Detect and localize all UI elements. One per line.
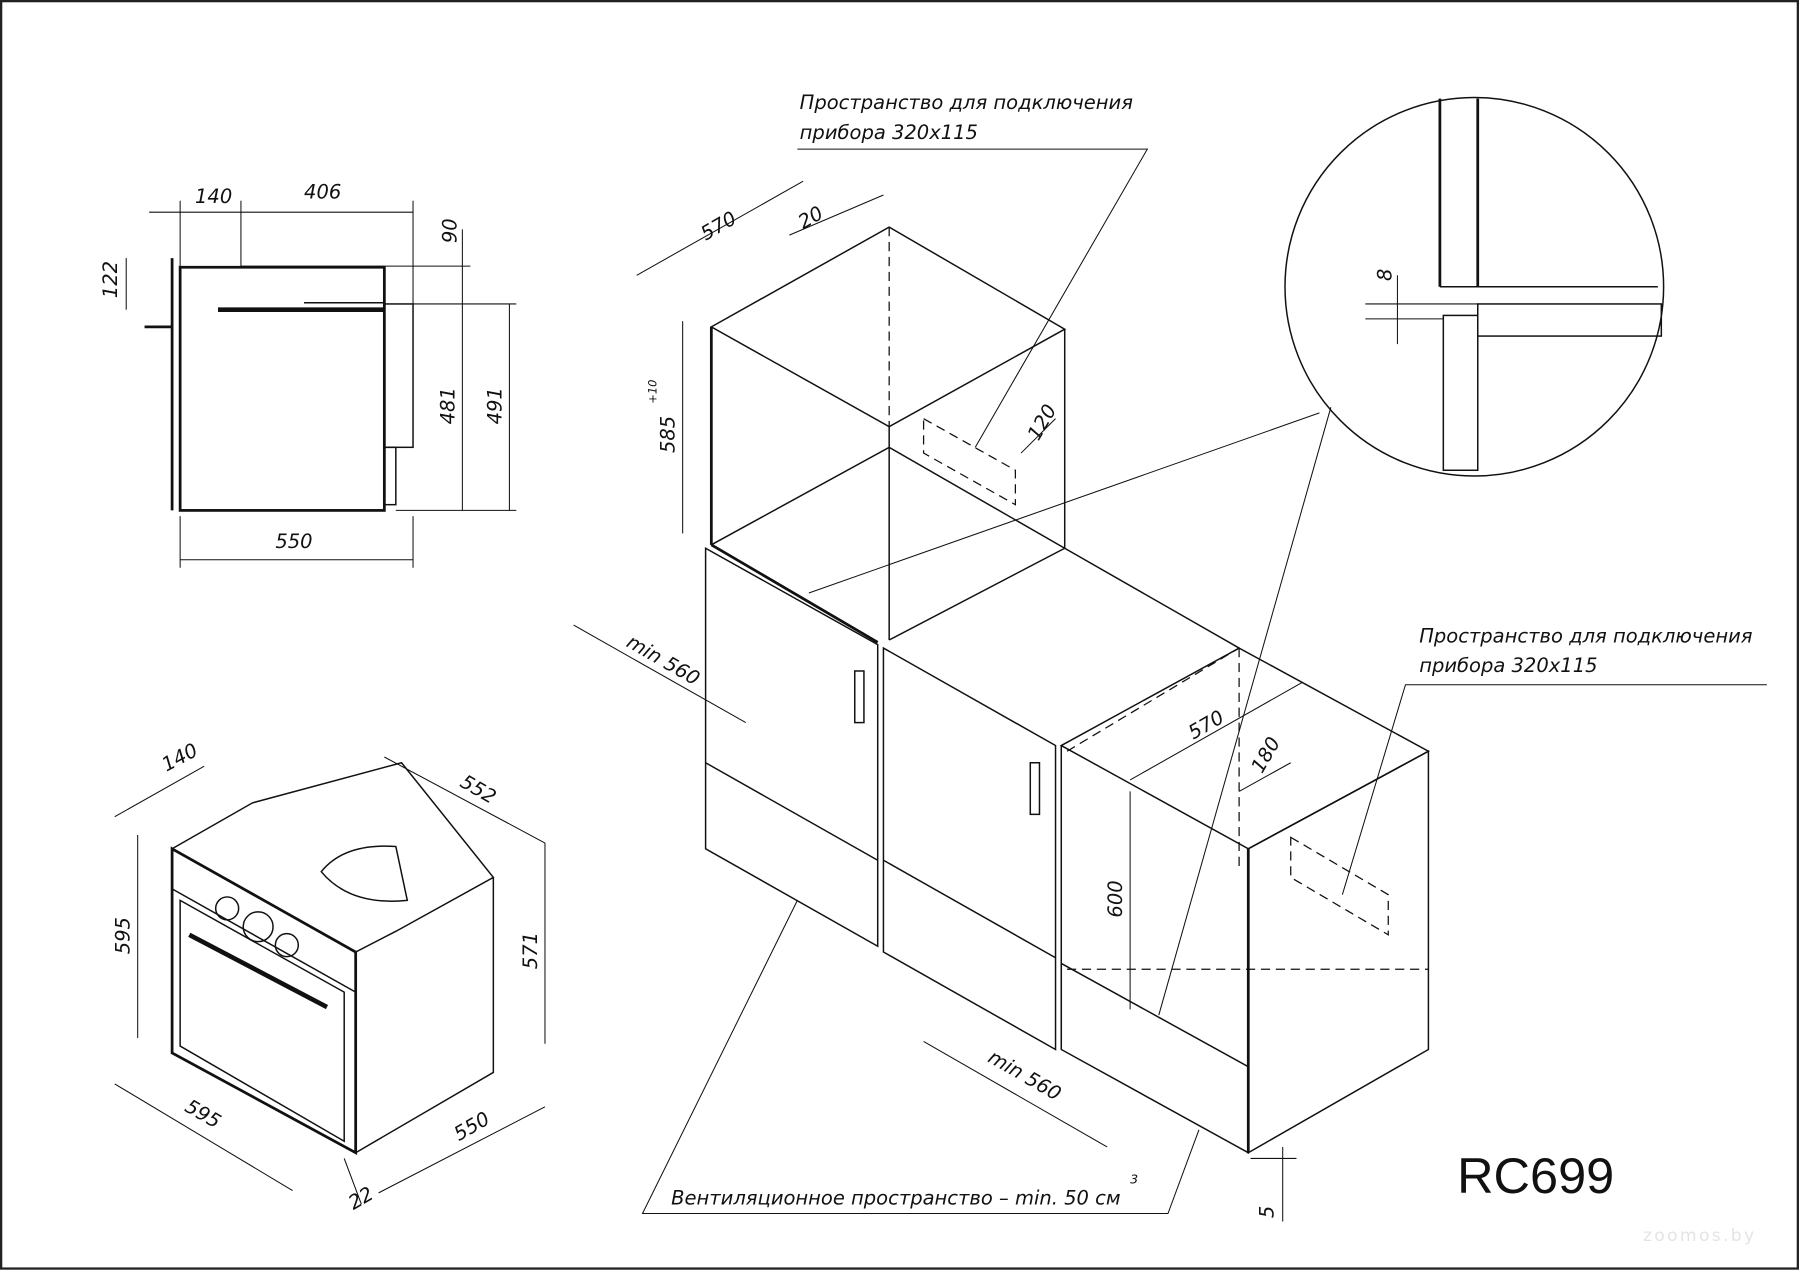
callouts: Пространство для подключения прибора 320… [641,91,1767,1215]
watermark: zoomos.by [1643,1226,1756,1246]
dim-20: 20 [794,201,827,233]
cabinet-installation-view: 570 20 585 +10 120 min 560 570 180 600 m… [573,180,1430,1222]
dim-595-height: 595 [112,917,135,954]
dim-585-tolerance: +10 [645,380,659,404]
dim-120: 120 [1023,400,1062,444]
callout-connection-top-1: Пространство для подключения [800,91,1134,114]
dim-552: 552 [456,770,500,809]
dim-140: 140 [195,185,232,208]
dim-min-560-lower: min 560 [984,1045,1065,1105]
dim-571: 571 [519,932,542,969]
dim-550: 550 [275,530,312,553]
model-title: RC699 [1457,1147,1614,1204]
dim-122: 122 [99,261,122,298]
dim-570-right: 570 [1184,706,1228,745]
dim-180: 180 [1246,733,1285,777]
dim-570-top: 570 [697,207,741,246]
dim-585: 585 [657,416,680,453]
callout-ventilation: Вентиляционное пространство – min. 50 см [671,1186,1120,1209]
dim-481: 481 [436,387,459,424]
callout-connection-right-1: Пространство для подключения [1419,624,1753,647]
dim-406: 406 [304,180,341,203]
callout-ventilation-superscript: 3 [1130,1172,1138,1187]
detail-circle: 8 [808,96,1665,1016]
dim-600: 600 [1104,880,1127,917]
dim-491: 491 [483,387,506,424]
dim-90: 90 [439,218,462,243]
dim-140: 140 [158,739,202,777]
oven-isometric-view: 140 552 595 571 595 550 22 [112,739,546,1214]
callout-connection-right-2: прибора 320x115 [1419,654,1597,677]
dim-8: 8 [1374,269,1397,281]
callout-connection-top-2: прибора 320x115 [800,121,978,144]
dim-5: 5 [1256,1206,1279,1218]
dim-550: 550 [450,1107,494,1146]
dim-22: 22 [344,1182,377,1214]
oven-side-view: 140 406 90 122 481 491 550 [99,180,517,568]
